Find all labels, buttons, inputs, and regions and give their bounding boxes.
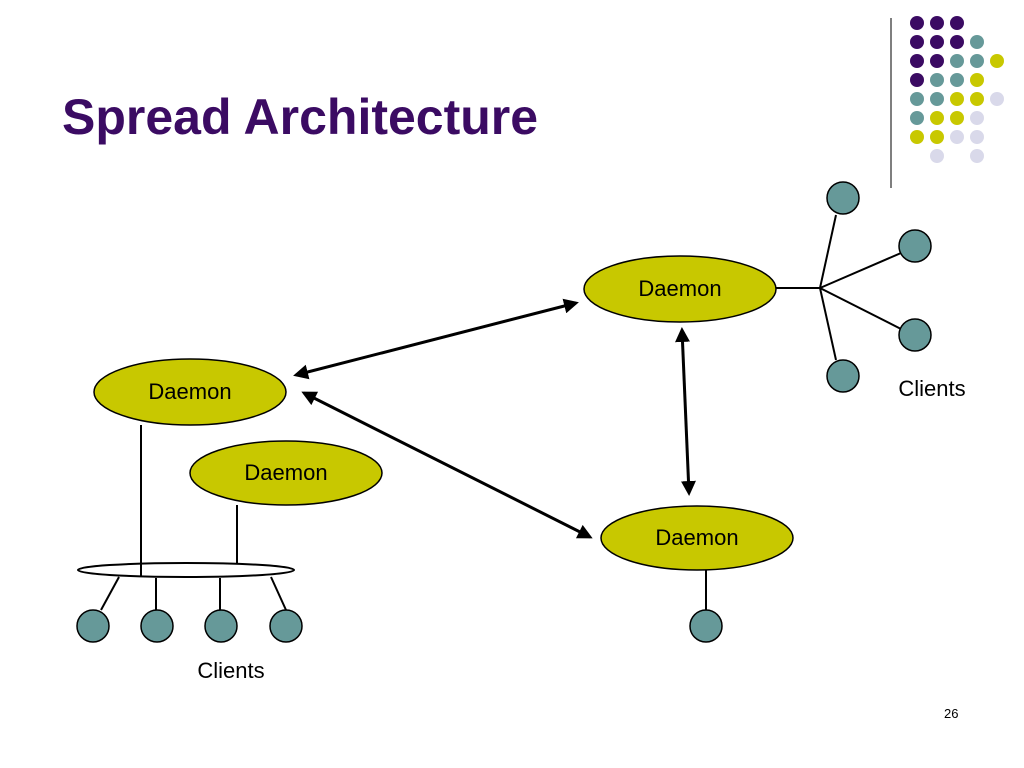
client-node bbox=[140, 609, 174, 643]
client-node bbox=[826, 181, 860, 215]
daemon-label-right-bottom: Daemon bbox=[655, 525, 739, 550]
decor-dot bbox=[930, 149, 944, 163]
client-node bbox=[76, 609, 110, 643]
decor-dot bbox=[970, 73, 984, 87]
decorative-dot-grid bbox=[908, 14, 1008, 164]
decor-dot bbox=[950, 73, 964, 87]
decor-dot bbox=[910, 35, 924, 49]
decor-dot bbox=[950, 54, 964, 68]
daemon-left-lower bbox=[189, 440, 383, 506]
decor-dot bbox=[950, 92, 964, 106]
decor-dot bbox=[970, 130, 984, 144]
slide-title: Spread Architecture bbox=[62, 89, 539, 145]
client-node bbox=[269, 609, 303, 643]
decor-dot bbox=[910, 92, 924, 106]
shared-bus-ring bbox=[77, 562, 295, 578]
decor-dot bbox=[990, 92, 1004, 106]
right-top-client-link bbox=[819, 287, 902, 330]
page-number: 26 bbox=[944, 706, 959, 721]
decor-dot bbox=[950, 111, 964, 125]
decor-dot bbox=[970, 54, 984, 68]
decor-dot bbox=[950, 16, 964, 30]
client-node bbox=[204, 609, 238, 643]
decor-dot bbox=[990, 54, 1004, 68]
client-node bbox=[826, 359, 860, 393]
decor-dot bbox=[970, 35, 984, 49]
decor-dot bbox=[970, 111, 984, 125]
daemon-label-left-lower: Daemon bbox=[244, 460, 328, 485]
link-left-upper-to-right-top bbox=[293, 298, 579, 380]
decor-dot bbox=[930, 92, 944, 106]
decor-dot bbox=[930, 54, 944, 68]
daemon-label-left-upper: Daemon bbox=[148, 379, 232, 404]
decor-dot bbox=[930, 73, 944, 87]
daemon-right-bottom bbox=[600, 505, 794, 571]
right-top-client-link bbox=[819, 287, 837, 361]
clients-label-left: Clients bbox=[197, 658, 265, 683]
decor-dot bbox=[970, 92, 984, 106]
client-node bbox=[689, 609, 723, 643]
link-left-upper-to-right-bottom bbox=[301, 391, 593, 539]
link-right-top-to-right-bottom bbox=[675, 327, 696, 496]
decor-dot bbox=[930, 111, 944, 125]
clients-label-right: Clients bbox=[898, 376, 966, 401]
decor-dot bbox=[930, 35, 944, 49]
decor-dot bbox=[910, 73, 924, 87]
decor-dot bbox=[950, 35, 964, 49]
daemon-left-upper bbox=[93, 358, 287, 426]
daemon-right-top bbox=[583, 255, 777, 323]
decor-dot bbox=[910, 54, 924, 68]
client-node bbox=[898, 229, 932, 263]
title-divider bbox=[890, 18, 892, 188]
left-client-link bbox=[100, 576, 120, 611]
decor-dot bbox=[910, 111, 924, 125]
daemon-label-right-top: Daemon bbox=[638, 276, 722, 301]
decor-dot bbox=[970, 149, 984, 163]
decor-dot bbox=[930, 130, 944, 144]
decor-dot bbox=[930, 16, 944, 30]
right-top-client-link bbox=[819, 252, 902, 289]
decor-dot bbox=[910, 130, 924, 144]
left-client-link bbox=[270, 576, 287, 611]
right-top-client-link bbox=[819, 214, 837, 289]
client-node bbox=[898, 318, 932, 352]
decor-dot bbox=[910, 16, 924, 30]
decor-dot bbox=[950, 130, 964, 144]
